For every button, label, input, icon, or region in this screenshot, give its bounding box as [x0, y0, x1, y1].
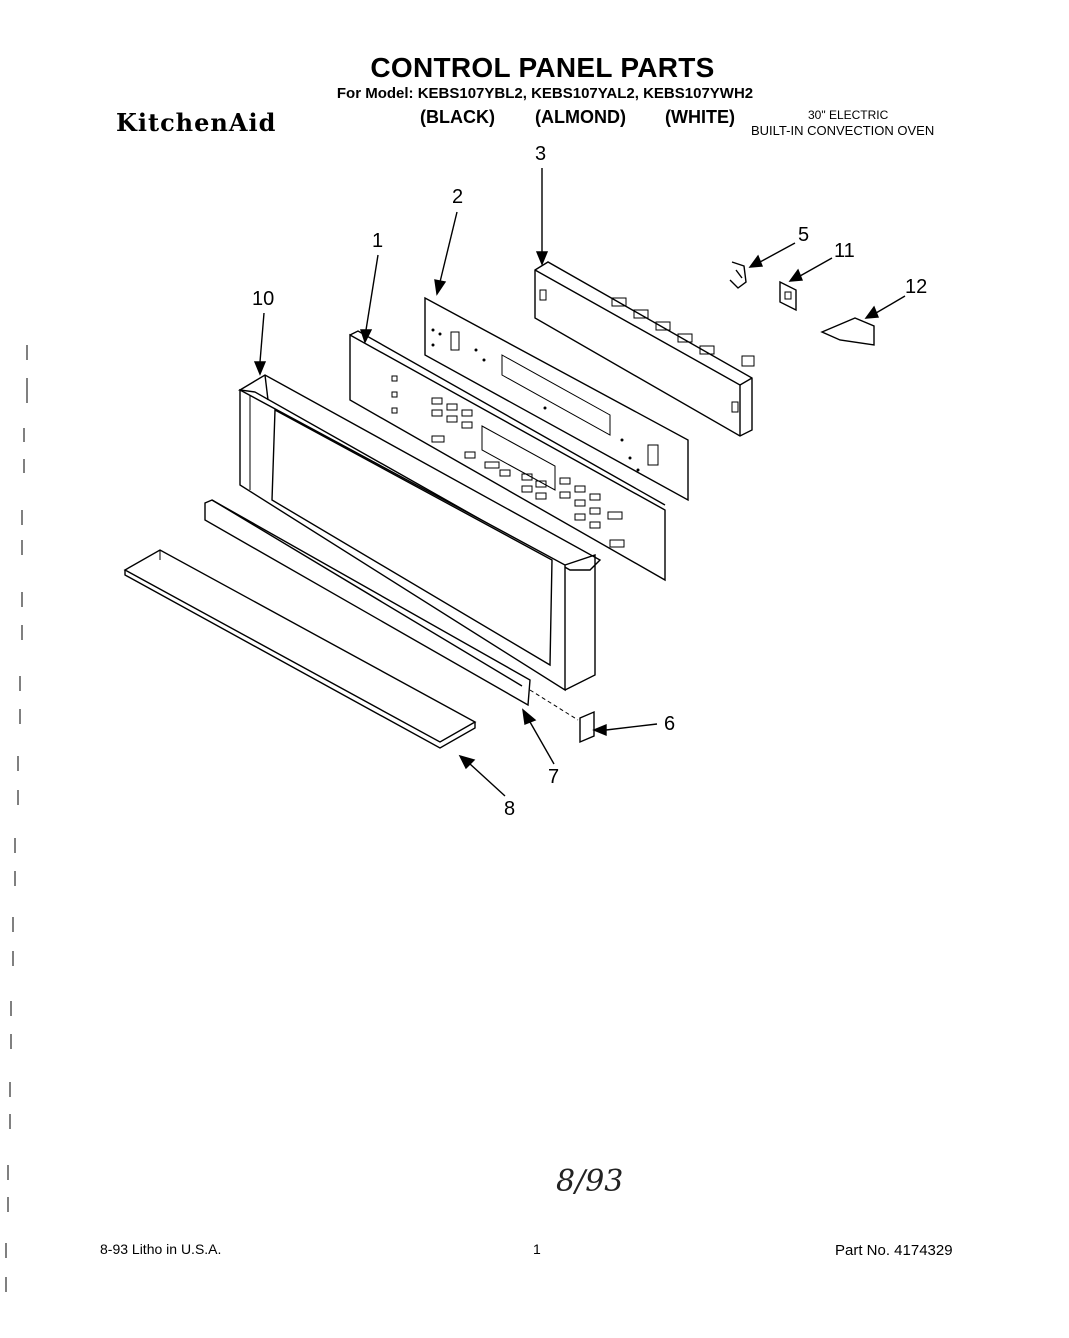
leader-lines	[253, 168, 906, 797]
color-almond: (ALMOND)	[535, 107, 626, 127]
part-12-shield	[820, 317, 875, 346]
part-10-trim-frame	[237, 374, 602, 692]
callout-10: 10	[252, 288, 275, 310]
part-number: Part No. 4174329	[835, 1242, 953, 1259]
page-number: 1	[533, 1241, 541, 1257]
part-7-channel	[204, 499, 531, 707]
color-white: (WHITE)	[665, 107, 735, 127]
handwritten-date: 8/93	[556, 1164, 624, 1199]
callout-7: 7	[548, 766, 560, 788]
brand-logo: KitchenAid	[116, 108, 277, 137]
callout-1: 1	[372, 230, 384, 252]
color-black: (BLACK)	[420, 107, 495, 127]
part-3-control-board	[534, 261, 755, 437]
footer-print-info: 8-93 Litho in U.S.A.	[100, 1241, 222, 1257]
callout-8: 8	[504, 798, 516, 820]
callout-12: 12	[905, 276, 928, 298]
callout-2: 2	[452, 186, 464, 208]
part-8-lower-trim	[123, 549, 477, 749]
callout-5: 5	[798, 224, 810, 246]
part-5-clip	[729, 261, 747, 289]
product-type-line2: BUILT-IN CONVECTION OVEN	[751, 123, 935, 138]
page-title: CONTROL PANEL PARTS	[370, 52, 715, 83]
product-type-line1: 30" ELECTRIC	[808, 108, 889, 122]
model-numbers: For Model: KEBS107YBL2, KEBS107YAL2, KEB…	[336, 85, 754, 102]
part-1-control-panel	[349, 330, 666, 582]
binding-marks	[5, 345, 28, 1292]
callout-3: 3	[535, 143, 547, 165]
part-11-bracket	[779, 280, 797, 312]
part-2-panel-backing	[424, 296, 689, 502]
part-6-small-clip	[579, 710, 595, 744]
callout-6: 6	[664, 713, 676, 735]
callout-11: 11	[834, 240, 855, 262]
